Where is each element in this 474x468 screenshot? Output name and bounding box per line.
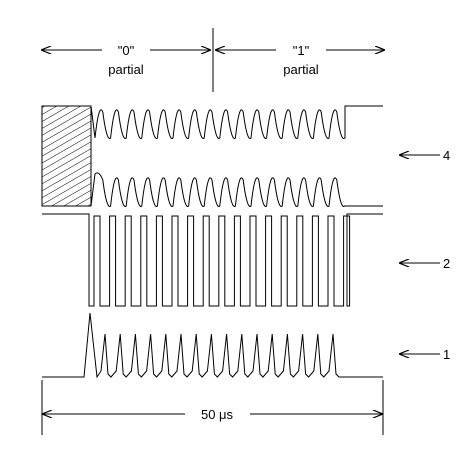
trace-4-lower-wave	[42, 172, 383, 207]
one-sub-label: partial	[283, 62, 319, 77]
trace-1-spike-wave	[42, 312, 383, 379]
duration-dimension: 50 μs	[41, 380, 384, 435]
one-label: "1"	[293, 43, 310, 58]
waveforms	[42, 105, 383, 379]
trace-1-label: 1	[443, 347, 450, 362]
duration-label: 50 μs	[201, 407, 234, 422]
trace-indicators: 4 2 1	[400, 148, 450, 362]
zero-sub-label: partial	[108, 62, 144, 77]
partial-header: "0" partial "1" partial	[42, 28, 384, 92]
trace-4-label: 4	[443, 148, 450, 163]
zero-label: "0"	[118, 43, 135, 58]
trace-4-upper-wave	[42, 105, 383, 139]
hatched-region	[41, 105, 92, 207]
trace-2-label: 2	[443, 256, 450, 271]
trace-2-square-wave	[42, 213, 383, 307]
